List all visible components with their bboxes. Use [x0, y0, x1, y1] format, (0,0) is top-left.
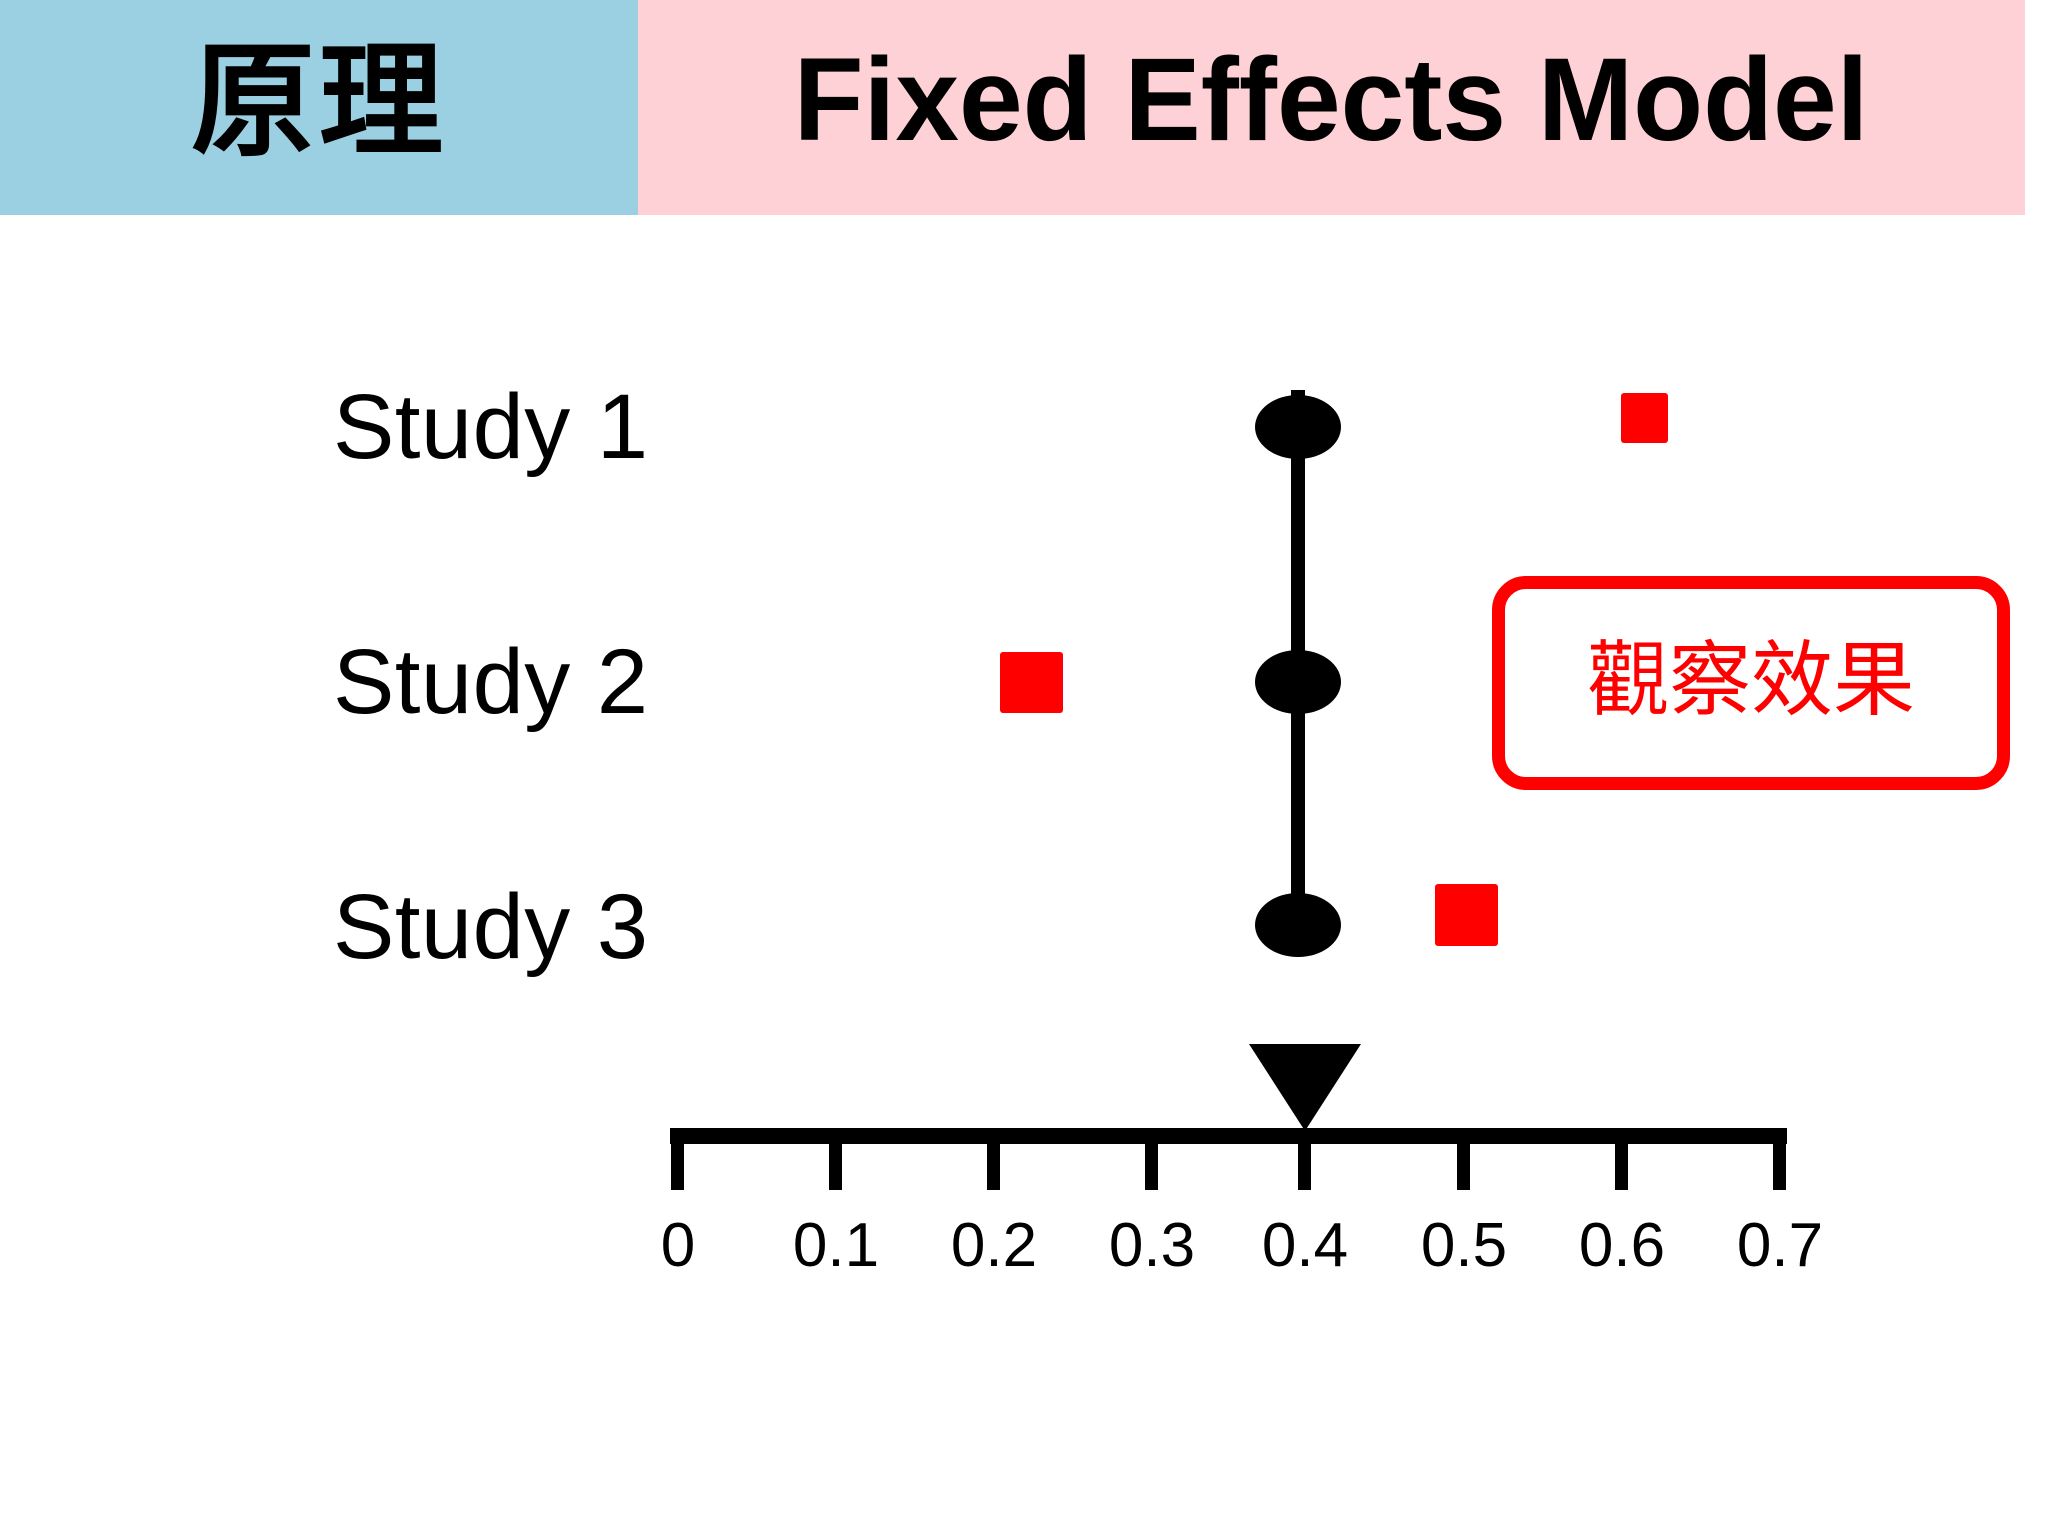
observed-effect-callout: 觀察效果 [1492, 576, 2010, 790]
axis-tick-0 [671, 1128, 684, 1190]
axis-tick-label-1: 0.1 [792, 1211, 880, 1280]
fixed-effect-dot-row-2 [1255, 650, 1341, 714]
axis-tick-7 [1773, 1128, 1786, 1190]
axis-tick-label-3: 0.3 [1108, 1211, 1196, 1280]
pooled-summary-triangle [1249, 1044, 1361, 1131]
axis-tick-label-5: 0.5 [1420, 1211, 1508, 1280]
axis-tick-2 [987, 1128, 1000, 1190]
axis-tick-label-7: 0.7 [1736, 1211, 1824, 1280]
axis-tick-3 [1145, 1128, 1158, 1190]
forest-plot: Study 1 Study 2 Study 3 觀察效果 0 0.1 0.2 [0, 215, 2048, 1536]
header-section-tag: 原理 [0, 0, 638, 215]
study-label-row-1: Study 1 [333, 376, 649, 478]
header-tag-label: 原理 [190, 29, 447, 174]
fixed-effect-dot-row-1 [1255, 395, 1341, 459]
observed-effect-square-row-3 [1435, 884, 1498, 946]
header-banner: 原理 Fixed Effects Model [0, 0, 2025, 215]
x-axis-line [670, 1128, 1787, 1144]
axis-tick-label-2: 0.2 [950, 1211, 1038, 1280]
observed-effect-square-row-1 [1621, 393, 1668, 443]
axis-tick-label-6: 0.6 [1578, 1211, 1666, 1280]
axis-tick-1 [829, 1128, 842, 1190]
observed-effect-callout-label: 觀察效果 [1586, 633, 1915, 728]
axis-tick-4 [1298, 1128, 1311, 1190]
axis-tick-label-4: 0.4 [1261, 1211, 1349, 1280]
axis-tick-5 [1457, 1128, 1470, 1190]
page-title: Fixed Effects Model [794, 33, 1869, 166]
axis-tick-label-0: 0 [660, 1211, 696, 1280]
observed-effect-square-row-2 [1000, 652, 1063, 713]
header-title-band: Fixed Effects Model [638, 0, 2025, 215]
study-label-row-3: Study 3 [333, 876, 649, 978]
study-label-row-2: Study 2 [333, 631, 649, 733]
fixed-effect-dot-row-3 [1255, 893, 1341, 957]
axis-tick-6 [1615, 1128, 1628, 1190]
